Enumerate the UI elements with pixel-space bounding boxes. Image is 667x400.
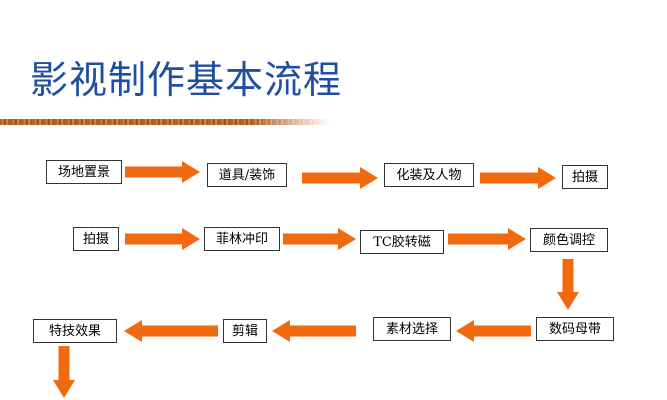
step-editing: 剪辑	[223, 319, 267, 343]
title-divider	[0, 119, 330, 125]
step-color-grading: 颜色调控	[530, 228, 608, 252]
step-shooting-2: 拍摄	[73, 227, 119, 251]
step-special-effects: 特技效果	[33, 319, 117, 343]
step-digital-master: 数码母带	[536, 317, 614, 341]
flow-arrow-3	[480, 167, 556, 189]
flow-arrow-6	[448, 228, 526, 250]
step-film-processing: 菲林冲印	[204, 227, 280, 251]
flow-arrow-9	[272, 320, 356, 342]
flow-arrow-4	[125, 228, 200, 250]
step-makeup-characters: 化装及人物	[384, 163, 474, 187]
flow-arrow-8	[456, 320, 531, 342]
step-props-decoration: 道具/装饰	[207, 163, 287, 187]
step-shooting-1: 拍摄	[562, 165, 608, 189]
flow-arrow-5	[283, 228, 356, 250]
page-title: 影视制作基本流程	[30, 58, 343, 102]
step-material-selection: 素材选择	[373, 317, 451, 341]
flow-arrow-7	[557, 259, 579, 310]
step-telecine-transfer: TC胶转磁	[360, 230, 444, 254]
flow-arrow-10	[124, 320, 218, 342]
title-divider-fade	[250, 119, 330, 125]
flow-arrow-1	[125, 161, 200, 183]
flow-arrow-11	[53, 346, 75, 398]
flow-arrow-2	[302, 167, 378, 189]
step-site-setup: 场地置景	[46, 160, 122, 184]
